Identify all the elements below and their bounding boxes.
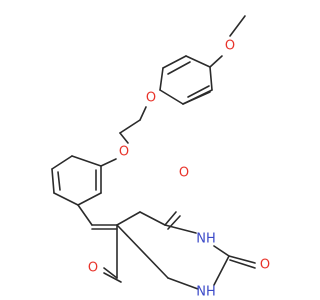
- bond-11: [139, 106, 147, 121]
- bond-7: [159, 89, 184, 105]
- atom-O_c4: O: [179, 166, 189, 181]
- bond-0: [229, 15, 246, 37]
- bond-4: [162, 55, 187, 69]
- bond-28: [164, 211, 177, 226]
- bond-31: [213, 245, 230, 257]
- atom-N_h3: NH: [196, 232, 216, 247]
- atom-O_ether: O: [119, 145, 129, 160]
- bond-5: [167, 61, 191, 75]
- bond-18: [57, 171, 61, 191]
- bonds-layer: [51, 15, 256, 290]
- bond-9: [187, 85, 210, 98]
- bond-3: [185, 55, 211, 68]
- atom-O_methoxy: O: [225, 39, 235, 54]
- bond-38: [103, 267, 118, 279]
- bond-1: [209, 55, 223, 68]
- bond-19: [53, 192, 79, 206]
- bond-10: [182, 89, 213, 105]
- atom-N_h1: NH: [196, 285, 216, 300]
- atom-O_c2: O: [260, 258, 270, 273]
- bond-20: [77, 192, 102, 206]
- atoms-layer: O O O O NH O NH O: [88, 39, 270, 300]
- bond-6: [159, 67, 164, 91]
- bond-16: [51, 155, 73, 170]
- bond-30: [164, 224, 197, 234]
- bond-33: [229, 259, 256, 269]
- bond-36: [116, 224, 169, 279]
- bond-2: [209, 66, 213, 91]
- molecule-structure-diagram: O O O O NH O NH O: [51, 15, 270, 300]
- bond-27: [139, 211, 166, 226]
- bond-12: [119, 119, 141, 134]
- bond-26: [116, 211, 141, 226]
- bond-13: [119, 132, 129, 144]
- atom-O_phenoxy: O: [146, 91, 156, 106]
- bond-15: [71, 155, 102, 167]
- bond-35: [167, 277, 199, 290]
- bond-17: [51, 168, 55, 194]
- bond-23: [77, 204, 93, 226]
- bond-32: [228, 255, 256, 264]
- atom-O_c6: O: [88, 261, 98, 276]
- bond-34: [213, 255, 230, 286]
- bond-39: [103, 272, 122, 283]
- bond-14: [100, 158, 117, 167]
